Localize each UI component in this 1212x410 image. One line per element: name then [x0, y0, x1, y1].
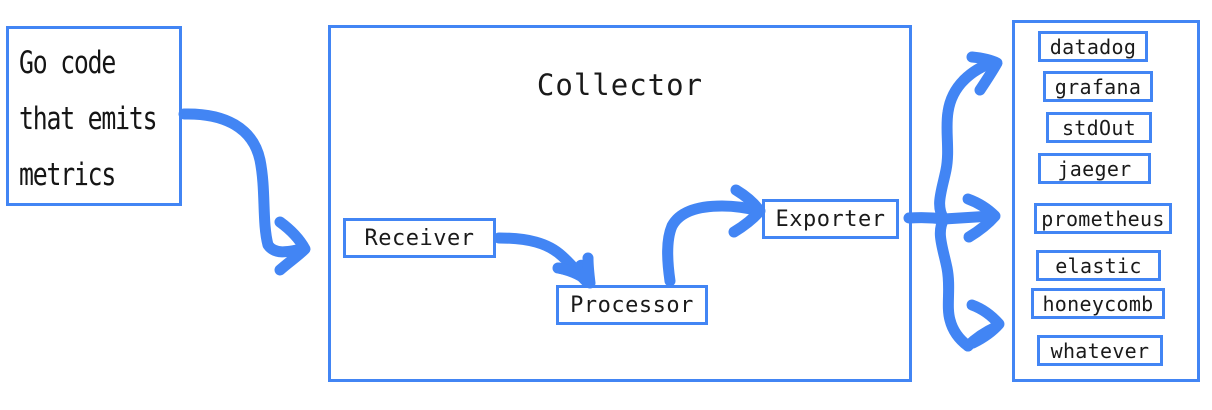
backend-box-prometheus[interactable]: prometheus	[1034, 203, 1172, 234]
backend-box-elastic[interactable]: elastic	[1036, 250, 1161, 281]
backend-box-stdout[interactable]: stdOut	[1046, 112, 1152, 143]
arrow-source-to-receiver	[178, 108, 311, 276]
source-node-line-3: metrics	[19, 157, 116, 193]
source-node-go-code[interactable]: Go code that emits metrics	[6, 26, 182, 206]
source-node-line-2: that emits	[19, 101, 158, 137]
backend-box-datadog[interactable]: datadog	[1038, 31, 1148, 62]
exporter-box[interactable]: Exporter	[762, 199, 899, 239]
backend-box-honeycomb[interactable]: honeycomb	[1031, 288, 1165, 319]
processor-box[interactable]: Processor	[556, 285, 708, 325]
backend-box-jaeger[interactable]: jaeger	[1038, 153, 1151, 184]
backend-box-whatever[interactable]: whatever	[1037, 335, 1163, 366]
collector-title: Collector	[536, 68, 704, 102]
receiver-box[interactable]: Receiver	[343, 218, 496, 258]
arrow-exporter-fanout	[903, 51, 1005, 352]
source-node-line-1: Go code	[19, 45, 116, 81]
backend-box-grafana[interactable]: grafana	[1043, 71, 1153, 102]
